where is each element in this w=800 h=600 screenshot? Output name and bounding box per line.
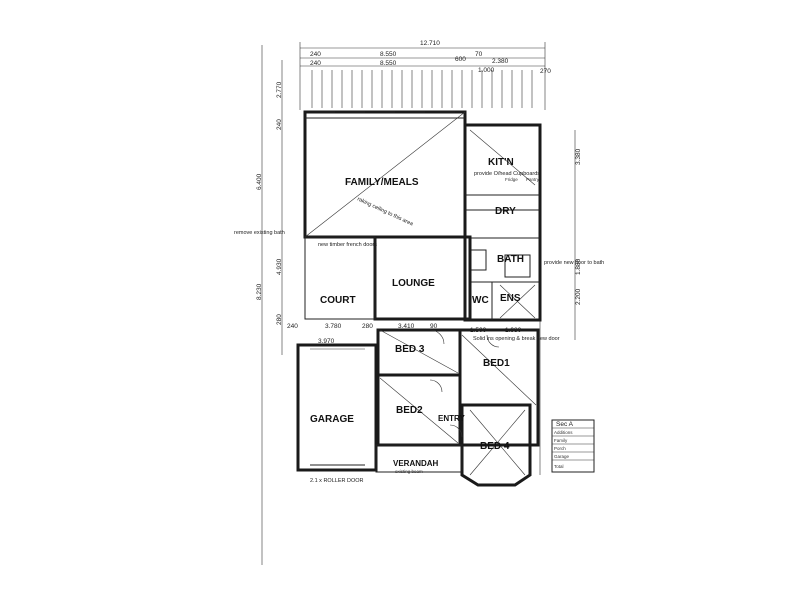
label-bed1: BED1 (483, 358, 510, 369)
room-labels: FAMILY/MEALS KIT'N DRY LOUNGE COURT BATH… (310, 157, 524, 468)
dim-left-8230: 8.230 (256, 283, 263, 300)
label-court: COURT (320, 295, 356, 306)
dim-mid-3970: 3.970 (318, 338, 335, 345)
label-lounge: LOUNGE (392, 278, 435, 289)
right-dimensions: 3.380 2.200 1.880 (575, 148, 582, 305)
dim-mid-1500: 1.500 (470, 327, 487, 334)
dim-top-600: 600 (455, 56, 466, 63)
dim-left-6400: 6.400 (256, 173, 263, 190)
dim-right-3380: 3.380 (575, 148, 582, 165)
label-bed3: BED 3 (395, 344, 425, 355)
label-verandah: VERANDAH (393, 459, 439, 468)
dim-mid-240: 240 (287, 323, 298, 330)
dim-mid-3780: 3.780 (325, 323, 342, 330)
dim-mid-1980: 1.980 (505, 327, 522, 334)
dim-top-270: 270 (540, 68, 551, 75)
note-bath-remove: remove existing bath (234, 230, 285, 236)
dim-left-240: 240 (276, 119, 283, 130)
note-roller-door: 2.1 x ROLLER DOOR (310, 478, 364, 484)
label-bath: BATH (497, 254, 524, 265)
dim-top-70: 70 (475, 51, 483, 58)
court-area (304, 236, 376, 320)
label-kitchen: KIT'N (488, 157, 514, 168)
label-dry: DRY (495, 206, 516, 217)
note-french-doors: new timber french doors (318, 242, 377, 248)
legend-row-total: Total (554, 464, 564, 469)
legend-row-family: Family (554, 438, 568, 443)
note-bath-floor: provide new floor to bath (544, 260, 604, 266)
dim-left-2770: 2.770 (276, 81, 283, 98)
top-dimensions: 12.710 8.550 8.550 600 70 2.380 1.000 24… (310, 40, 551, 75)
legend-title: Sec A (556, 421, 574, 428)
verandah-area (375, 444, 463, 473)
label-ens: ENS (500, 293, 521, 304)
label-bed4: BED 4 (480, 441, 510, 452)
dim-top-240b: 240 (310, 60, 321, 67)
legend-row-additions: Additions (554, 430, 573, 435)
dim-mid-90: 90 (430, 323, 438, 330)
dim-right-2200: 2.200 (575, 288, 582, 305)
internal-dimensions: 3.780 3.410 90 1.500 1.980 3.970 240 280 (287, 323, 522, 345)
dim-top-1000: 1.000 (478, 67, 495, 74)
label-family-meals: FAMILY/MEALS (345, 177, 419, 188)
dim-top-overall: 12.710 (420, 40, 440, 47)
bedroom-wing (376, 328, 540, 487)
dimension-lines (261, 42, 576, 565)
label-wc: WC (472, 295, 489, 306)
service-column (463, 123, 542, 322)
dim-top-240a: 240 (310, 51, 321, 58)
left-dimensions: 6.400 8.230 4.930 2.770 240 280 (256, 81, 283, 325)
dim-top-left-b: 8.550 (380, 60, 397, 67)
dim-mid-280: 280 (362, 323, 373, 330)
family-meals-room (303, 110, 467, 239)
note-solid-opening: Solid ins opening & break new door (473, 336, 560, 342)
dim-right-1880: 1.880 (575, 258, 582, 275)
legend-row-garage: Garage (554, 454, 570, 459)
label-bed2: BED2 (396, 405, 423, 416)
dim-mid-3410: 3.410 (398, 323, 415, 330)
note-pantry: Pantry (526, 177, 540, 182)
dim-top-left-a: 8.550 (380, 51, 397, 58)
note-raking-ceiling: raking ceiling to this area (356, 196, 415, 228)
dim-left-4930: 4.930 (276, 258, 283, 275)
label-entry: ENTRY (438, 414, 465, 423)
label-garage: GARAGE (310, 414, 354, 425)
dim-left-280: 280 (276, 314, 283, 325)
area-legend: Sec A Additions Family Porch Garage Tota… (551, 419, 595, 473)
note-fridge: Fridge (505, 177, 518, 182)
note-verandah-sub: existing beam (395, 469, 423, 474)
dim-top-2380: 2.380 (492, 58, 509, 65)
note-kitchen-cupboards: provide O/head Cupboards (474, 171, 540, 177)
garage-room (296, 343, 378, 472)
legend-row-porch: Porch (554, 446, 566, 451)
